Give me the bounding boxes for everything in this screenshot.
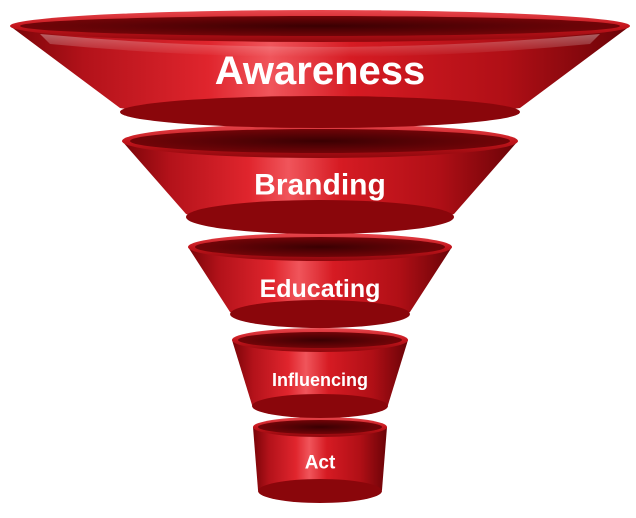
funnel-stage-educating: Educating — [188, 233, 452, 328]
funnel-stage-act: Act — [253, 417, 387, 503]
funnel-stage-awareness: Awareness — [10, 10, 630, 128]
stage-shine — [40, 34, 600, 57]
stage-opening — [258, 420, 382, 434]
stage-label-influencing: Influencing — [272, 370, 368, 390]
stage-opening — [238, 332, 402, 348]
stage-opening — [130, 129, 510, 153]
stage-bottom — [186, 200, 454, 234]
stage-body — [232, 340, 408, 416]
stage-label-act: Act — [305, 453, 336, 474]
stage-bottom — [258, 479, 382, 503]
stage-opening — [20, 16, 620, 36]
stage-bottom — [120, 96, 520, 128]
funnel-stage-influencing: Influencing — [232, 328, 408, 418]
stage-opening — [195, 237, 445, 257]
funnel-stage-branding: Branding — [122, 124, 518, 234]
stage-label-branding: Branding — [254, 169, 386, 202]
stage-label-educating: Educating — [260, 275, 381, 303]
stage-body — [253, 427, 387, 498]
stage-bottom — [252, 394, 388, 418]
stage-label-awareness: Awareness — [215, 49, 426, 93]
stage-bottom — [230, 300, 410, 328]
